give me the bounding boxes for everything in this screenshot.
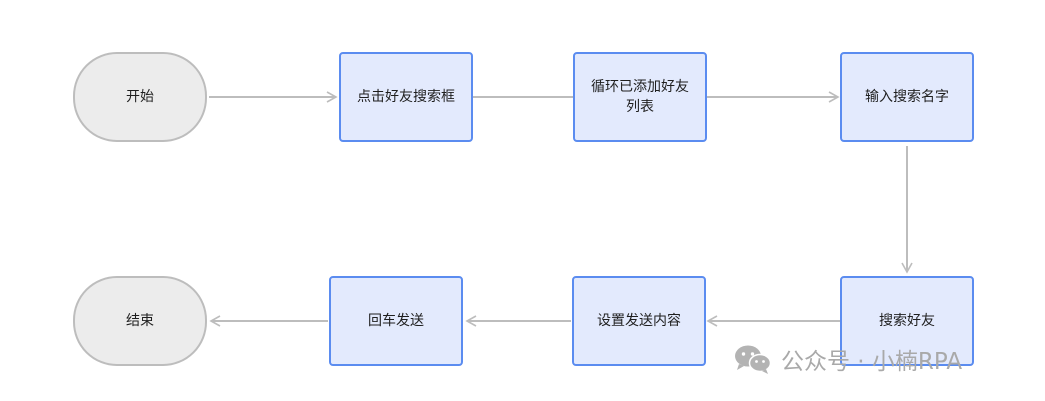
enter-send-label: 回车发送 <box>368 313 424 329</box>
loop-friends-list-label: 循环已添加好友列表 <box>591 79 689 115</box>
watermark-text: 公众号 · 小楠RPA <box>781 349 963 375</box>
enter-send-node: 回车发送 <box>329 276 463 366</box>
set-send-content-label: 设置发送内容 <box>597 313 681 329</box>
click-search-box-node: 点击好友搜索框 <box>339 52 473 142</box>
search-friend-label: 搜索好友 <box>879 313 935 329</box>
click-search-box-label: 点击好友搜索框 <box>357 89 455 105</box>
wechat-icon <box>735 345 772 374</box>
input-search-name-node: 输入搜索名字 <box>840 52 974 142</box>
loop-friends-list-node: 循环已添加好友列表 <box>573 52 707 142</box>
watermark: 公众号 · 小楠RPA <box>733 342 962 376</box>
input-search-name-label: 输入搜索名字 <box>865 89 949 105</box>
search-friend-node: 搜索好友 <box>840 276 974 366</box>
end-node: 结束 <box>73 276 207 366</box>
end-node-label: 结束 <box>126 313 154 329</box>
start-node-label: 开始 <box>126 89 154 105</box>
set-send-content-node: 设置发送内容 <box>572 276 706 366</box>
start-node: 开始 <box>73 52 207 142</box>
